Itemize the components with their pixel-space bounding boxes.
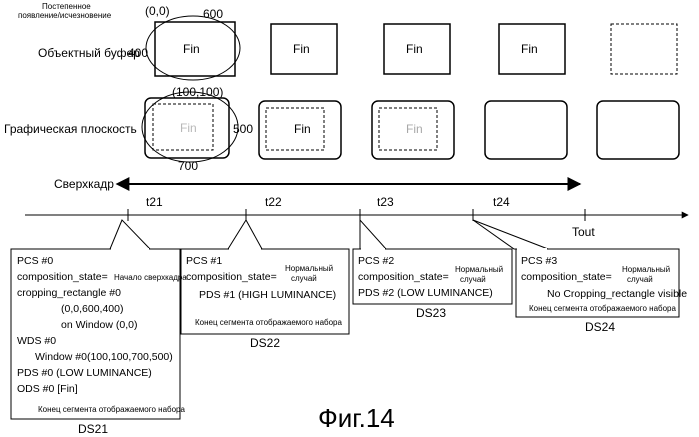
time-label-tout: Tout [572,226,595,238]
ds21-line-pds: PDS #0 (LOW LUMINANCE) [17,368,152,379]
time-label-t21: t21 [146,196,163,208]
graphics-plane-label: Графическая плоскость [4,123,137,135]
fin-buffer-4: Fin [521,43,538,55]
ds22-line-pcs: PCS #1 [186,256,222,267]
graphics-plane-frame-5 [597,101,679,159]
object-buffer-label: Объектный буфер [38,47,140,59]
ds23-state-small-2: случай [460,276,486,284]
ds21-line-composition: composition_state= [17,272,108,283]
ds21-label: DS21 [78,423,108,435]
fin-buffer-2: Fin [293,43,310,55]
ds23-line-composition: composition_state= [358,272,449,283]
ds21-line-on-window: on Window (0,0) [61,320,137,331]
fin-buffer-3: Fin [406,43,423,55]
plane-height-500: 500 [233,123,253,135]
time-label-t23: t23 [377,196,394,208]
ds22-state-small-2: случай [291,275,317,283]
ds21-line-wds: WDS #0 [17,336,56,347]
ds23-label: DS23 [416,307,446,319]
buffer-width-600: 600 [203,8,223,20]
ds21-line-cropping: cropping_rectangle #0 [17,288,121,299]
object-buffer-frame-5 [611,24,677,74]
ds24-line-no-cropping: No Cropping_rectangle visible [547,289,687,300]
coord-origin: (0,0) [145,5,170,17]
fin-plane-3-faded: Fin [406,123,423,135]
fin-plane-1-faded: Fin [180,122,197,134]
ds22-state-small-1: Нормальный [285,265,333,273]
ds22-footer: Конец сегмента отображаемого набора [195,319,342,327]
ds22-line-composition: composition_state= [186,272,277,283]
ds23-pointer [360,220,386,249]
fade-label-line-2: появление/исчезновение [18,12,111,20]
ds24-pointer [473,220,548,249]
superframe-label: Сверхкадр [54,178,114,190]
ds21-pointer [110,220,150,249]
ds22-pointer [228,220,262,249]
ds24-state-small-2: случай [627,276,653,284]
fade-label-line-1: Постепенное [42,3,91,11]
time-label-t24: t24 [493,196,510,208]
coord-100-100: (100,100) [172,86,223,98]
ds24-footer: Конец сегмента отображаемого набора [529,305,676,313]
ds21-footer: Конец сегмента отображаемого набора [38,406,185,414]
plane-width-700: 700 [178,160,198,172]
ds21-line-ods: ODS #0 [Fin] [17,384,78,395]
ds21-line-window-values: Window #0(100,100,700,500) [35,352,173,363]
figure-caption: Фиг.14 [318,405,395,431]
buffer-height-400: 400 [128,47,148,59]
fin-buffer-1: Fin [183,43,200,55]
ds22-label: DS22 [250,337,280,349]
fin-plane-2: Fin [294,123,311,135]
ds24-line-composition: composition_state= [521,272,612,283]
ds24-label: DS24 [585,321,615,333]
time-label-t22: t22 [265,196,282,208]
ds23-line-pcs: PCS #2 [358,256,394,267]
ds21-state-small: Начало сверхкадра [114,274,187,282]
ds21-line-crop-values: (0,0,600,400) [61,304,123,315]
ds22-line-pds: PDS #1 (HIGH LUMINANCE) [199,290,336,301]
ds23-state-small-1: Нормальный [455,266,503,274]
ds21-line-pcs: PCS #0 [17,256,53,267]
ds24-state-small-1: Нормальный [622,266,670,274]
ds23-line-pds: PDS #2 (LOW LUMINANCE) [358,288,493,299]
graphics-plane-frame-4 [485,101,567,159]
ds24-line-pcs: PCS #3 [521,256,557,267]
